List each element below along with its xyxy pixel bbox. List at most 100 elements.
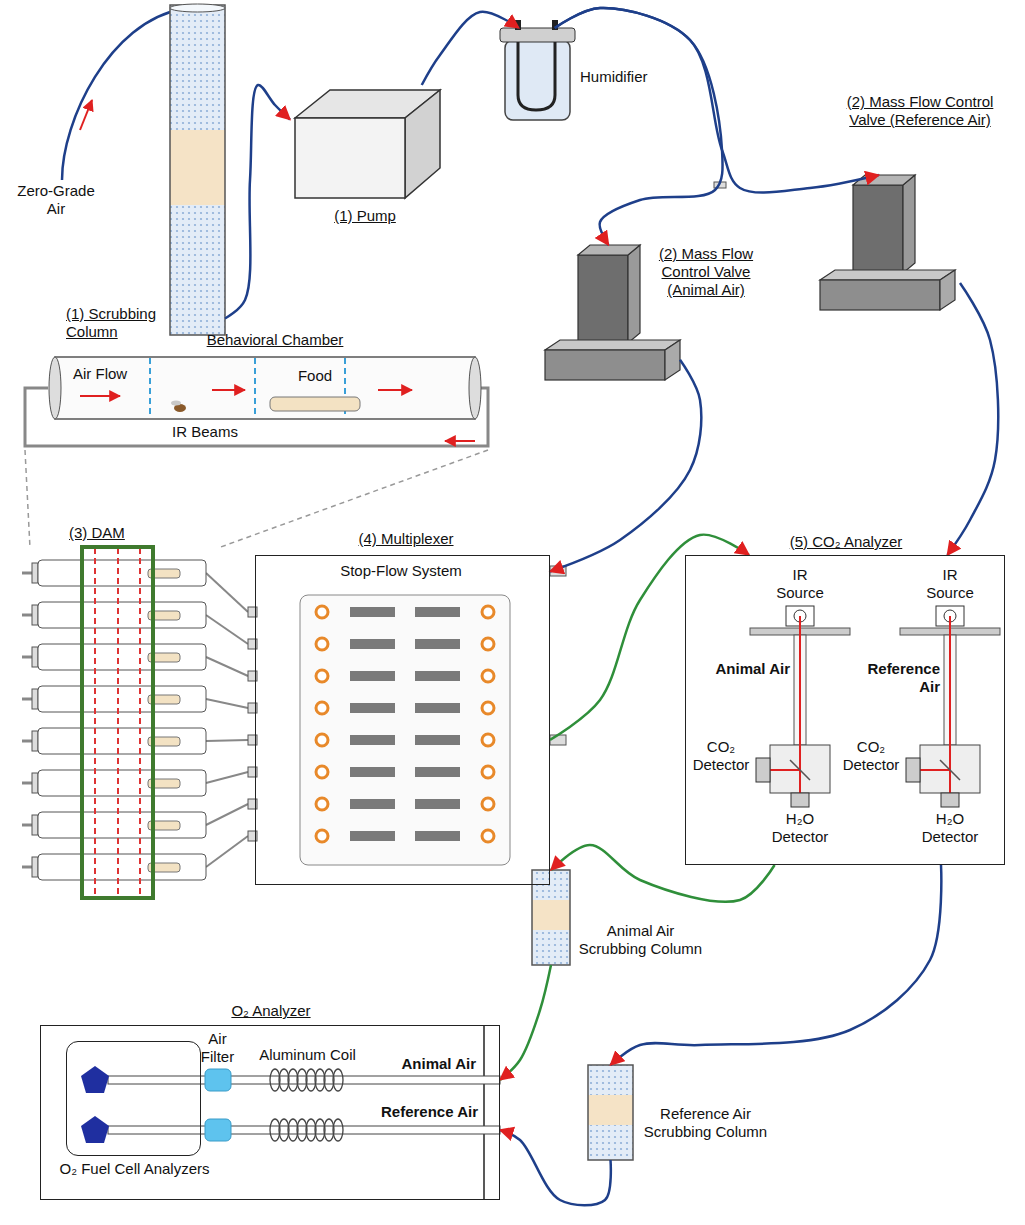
pump-drawing — [295, 90, 440, 198]
pump: (1) Pump — [290, 85, 445, 200]
component-title: (4) Multiplexer — [326, 530, 486, 548]
activity-tubes — [38, 644, 206, 670]
component-title: (1) Scrubbing Column — [66, 305, 166, 341]
stop-flow-grid — [350, 767, 395, 777]
stop-flow-grid — [350, 671, 395, 681]
component-title: Behavioral Chamber — [175, 331, 375, 349]
part-label: IR Source — [770, 566, 830, 602]
part-label: H₂O Detector — [770, 810, 830, 846]
co2-cell — [750, 606, 1000, 807]
activity-tubes — [94, 548, 96, 897]
part-label: Zero-Grade Air — [14, 182, 98, 218]
activity-tubes — [206, 615, 248, 644]
stop-flow-grid — [482, 766, 494, 778]
o2-analyzer-drawing — [81, 1066, 109, 1093]
part-label: CO₂ Detector — [840, 738, 902, 774]
mass-flow-valve-drawing — [545, 245, 680, 380]
stop-flow-grid — [482, 734, 494, 746]
stop-flow-grid — [316, 830, 328, 842]
activity-tubes — [38, 770, 206, 796]
component-title: (2) Mass Flow Control Valve (Reference A… — [845, 93, 995, 129]
activity-tubes — [22, 572, 32, 575]
stop-flow-grid — [415, 671, 460, 681]
scrubbing-column-drawing — [170, 4, 225, 335]
co2-cell — [791, 793, 809, 807]
co2-cell — [790, 760, 810, 780]
air-tube — [555, 8, 723, 245]
stop-flow-grid — [316, 766, 328, 778]
activity-tubes — [22, 614, 32, 617]
component-title: (3) DAM — [69, 524, 149, 542]
activity-tubes — [32, 731, 38, 751]
air-tube — [500, 965, 551, 1080]
activity-tubes — [38, 854, 206, 880]
component-label: Reference Air Scrubbing Column — [643, 1105, 768, 1141]
activity-tubes — [38, 812, 206, 838]
scrubbing-column-drawing — [532, 900, 570, 930]
behavioral-chamber-drawing — [55, 357, 475, 419]
activity-tubes — [206, 657, 248, 676]
component-label: Animal Air Scrubbing Column — [578, 922, 703, 958]
mass-flow-valve-drawing — [545, 350, 665, 380]
co2-cell — [940, 760, 960, 780]
dam-monitor: (3) DAM — [80, 545, 155, 900]
mass-flow-valve: (2) Mass Flow Control Valve (Animal Air) — [545, 245, 680, 380]
behavioral-chamber: Behavioral ChamberAir FlowFoodIR Beams — [45, 357, 485, 419]
part-label: CO₂ Detector — [690, 738, 752, 774]
part-label: H₂O Detector — [920, 810, 980, 846]
component-title: (1) Pump — [310, 207, 420, 225]
stop-flow-grid — [415, 735, 460, 745]
scrubbing-column-drawing — [588, 1065, 633, 1160]
air-tube — [611, 865, 942, 1065]
component-label: Humidifier — [580, 68, 670, 86]
behavioral-chamber-drawing — [378, 389, 412, 391]
co2-cell — [799, 616, 801, 793]
stop-flow-grid — [415, 799, 460, 809]
stop-flow-grid — [415, 767, 460, 777]
behavioral-chamber-drawing — [270, 397, 360, 411]
mass-flow-valve-drawing — [853, 185, 903, 273]
stop-flow-grid — [350, 607, 395, 617]
activity-tubes — [22, 866, 32, 869]
behavioral-chamber-drawing — [25, 357, 488, 548]
o2-analyzer-drawing — [205, 1069, 231, 1091]
stop-flow-grid — [300, 595, 510, 865]
scrubbing-column-drawing — [170, 4, 225, 12]
behavioral-chamber-drawing — [254, 358, 256, 418]
behavioral-chamber-drawing — [469, 357, 481, 419]
stop-flow-grid — [316, 670, 328, 682]
air-tube — [62, 9, 182, 180]
activity-tubes — [32, 605, 38, 625]
stop-flow-grid — [350, 703, 395, 713]
stop-flow-grid — [300, 566, 566, 865]
humidifier: Humidifier — [500, 28, 575, 123]
stop-flow-grid — [415, 831, 460, 841]
o2-analyzer-drawing — [108, 1076, 500, 1084]
scrubbing-column-drawing — [588, 1095, 633, 1125]
behavioral-chamber-drawing — [218, 450, 488, 548]
activity-tubes — [32, 689, 38, 709]
air-tube — [551, 845, 775, 902]
scrubbing-column-drawing — [170, 130, 225, 205]
behavioral-chamber-drawing — [49, 357, 61, 419]
scrubbing-column-drawing — [588, 1065, 633, 1160]
behavioral-chamber-drawing — [149, 358, 151, 418]
stop-flow-grid — [482, 606, 494, 618]
stop-flow-grid — [316, 734, 328, 746]
activity-tubes — [22, 698, 32, 701]
co2-cell — [770, 769, 800, 771]
behavioral-chamber-drawing — [445, 440, 475, 442]
stop-flow-grid — [415, 703, 460, 713]
humidifier-drawing — [500, 28, 575, 42]
scrubbing-column: Reference Air Scrubbing Column — [588, 1065, 633, 1160]
behavioral-chamber-drawing — [212, 389, 245, 391]
air-tube — [550, 360, 701, 572]
activity-tubes — [206, 836, 248, 867]
stop-flow-grid — [550, 735, 566, 745]
air-tube — [422, 12, 519, 85]
o2-analyzer-drawing — [333, 1119, 343, 1141]
multiplexer: (4) MultiplexerStop-Flow System — [255, 555, 550, 885]
scrubbing-column-drawing — [170, 5, 225, 335]
behavioral-chamber-drawing — [80, 395, 120, 397]
activity-tubes — [206, 573, 248, 612]
